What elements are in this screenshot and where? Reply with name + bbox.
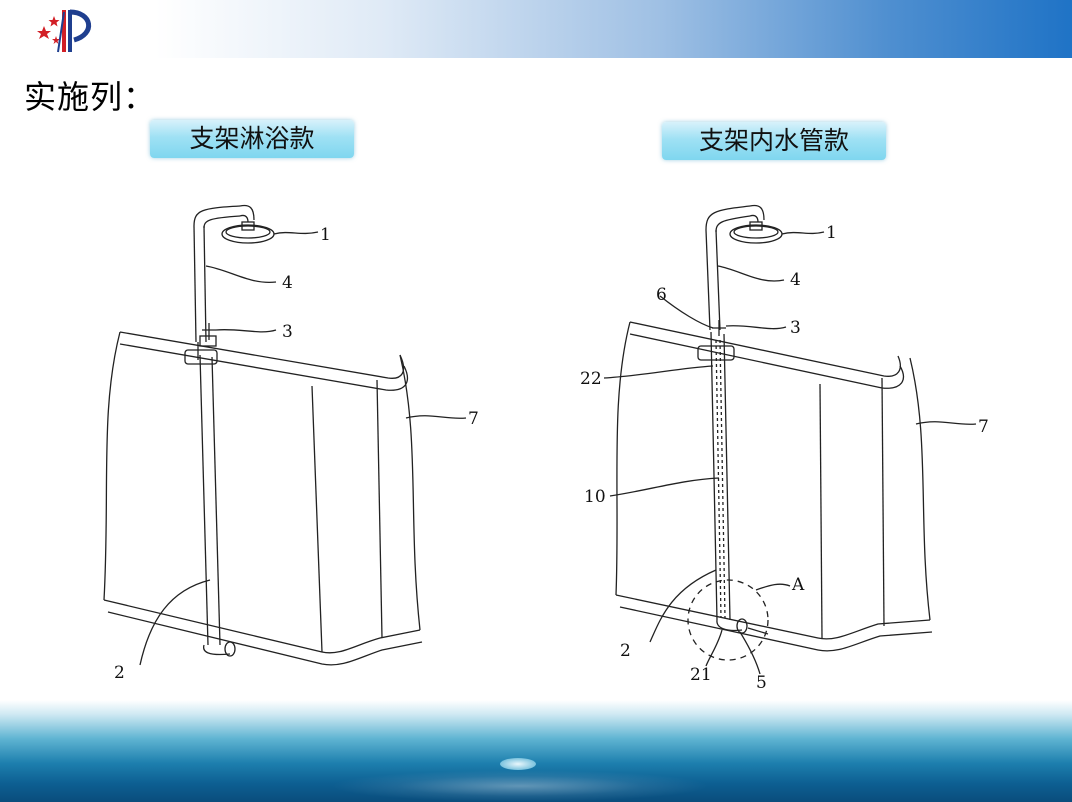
callout-A: A (791, 575, 805, 595)
water-drop-icon (500, 758, 536, 770)
logo-icon (37, 9, 92, 53)
callout-2: 2 (114, 663, 125, 683)
callout-7: 7 (978, 417, 989, 437)
figure-right-drawing: 1 4 3 6 22 10 7 A 2 21 5 (580, 204, 989, 693)
callout-2: 2 (620, 641, 631, 661)
callout-10: 10 (584, 487, 606, 507)
header-gradient-band (155, 0, 1072, 58)
callout-5: 5 (756, 673, 767, 693)
footer-water-background (0, 700, 1072, 802)
water-ripple (330, 770, 710, 802)
callout-4: 4 (790, 270, 801, 290)
callout-4: 4 (282, 273, 293, 293)
label-bracket-inner-pipe: 支架内水管款 (662, 122, 886, 160)
page-title: 实施列： (24, 78, 157, 116)
callout-3: 3 (282, 322, 293, 342)
figure-left-drawing: 1 4 3 7 2 (103, 204, 479, 683)
label-bracket-shower: 支架淋浴款 (150, 120, 354, 158)
callout-7: 7 (468, 409, 479, 429)
callout-21: 21 (690, 665, 712, 685)
callout-1: 1 (826, 223, 837, 243)
callout-3: 3 (790, 318, 801, 338)
callout-6: 6 (656, 285, 667, 305)
callout-1: 1 (320, 225, 331, 245)
callout-22: 22 (580, 369, 602, 389)
